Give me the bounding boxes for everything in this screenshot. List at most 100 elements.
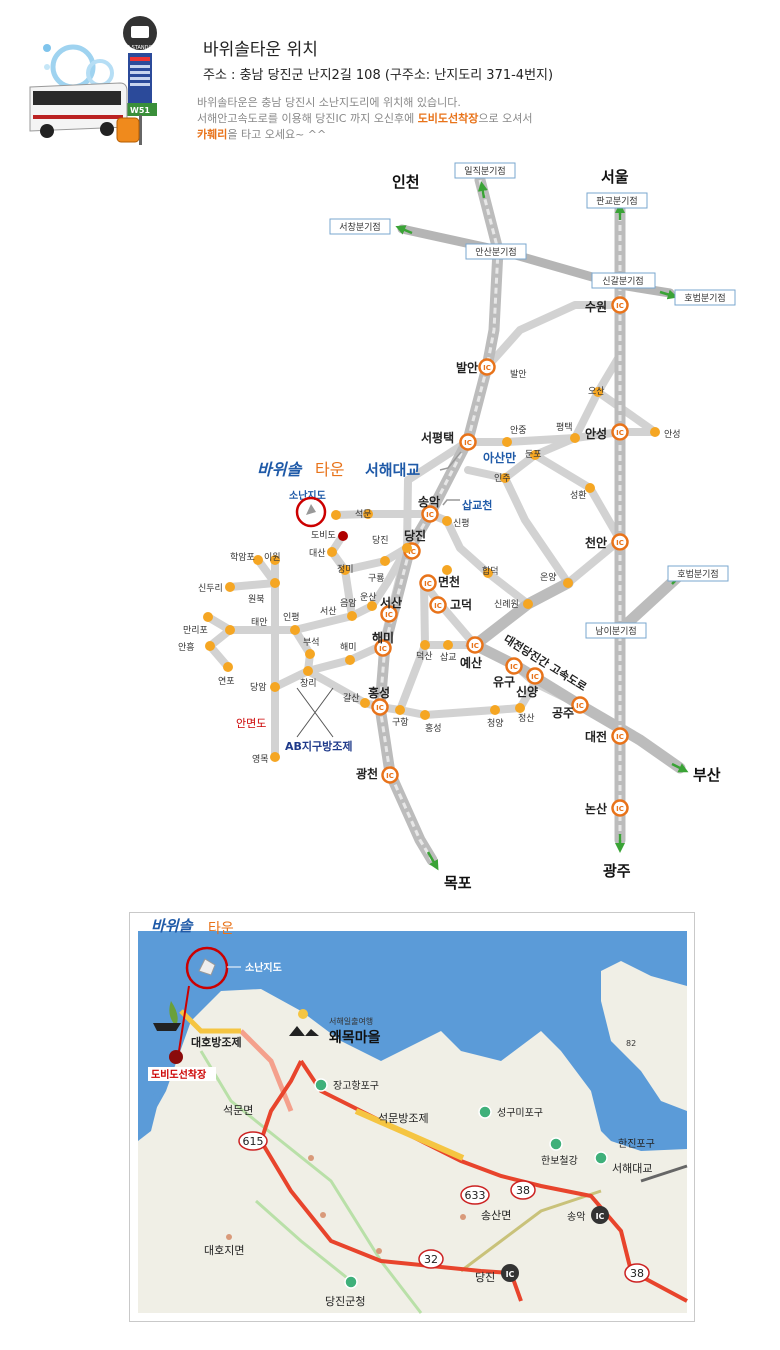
ic-marker: IC bbox=[429, 596, 447, 614]
svg-text:수원: 수원 bbox=[585, 300, 607, 314]
town-node bbox=[223, 662, 233, 672]
svg-text:연포: 연포 bbox=[218, 676, 235, 687]
ic-marker: IC bbox=[371, 698, 389, 716]
ic-dangjin-icon bbox=[501, 1264, 519, 1282]
svg-text:부석: 부석 bbox=[303, 637, 320, 648]
town-node bbox=[420, 710, 430, 720]
svg-text:유구: 유구 bbox=[493, 675, 515, 689]
svg-text:대호지면: 대호지면 bbox=[204, 1244, 244, 1257]
svg-text:대전: 대전 bbox=[585, 729, 607, 744]
svg-text:안성: 안성 bbox=[664, 429, 681, 440]
town-node bbox=[270, 682, 280, 692]
ic-marker: IC bbox=[478, 358, 496, 376]
town-node bbox=[500, 473, 510, 483]
svg-text:갈산: 갈산 bbox=[343, 693, 360, 704]
desc-line-2: 서해안고속도로를 이용해 당진IC 까지 오신후에 도비도선착장으로 오셔서 bbox=[197, 112, 533, 125]
town-node bbox=[585, 483, 595, 493]
svg-text:IC: IC bbox=[510, 663, 518, 671]
svg-text:도비도: 도비도 bbox=[311, 530, 336, 541]
dobido-port-node bbox=[338, 531, 348, 541]
svg-text:633: 633 bbox=[465, 1189, 486, 1202]
svg-text:논산: 논산 bbox=[585, 801, 607, 816]
svg-text:신두리: 신두리 bbox=[198, 583, 223, 594]
svg-text:학암포: 학암포 bbox=[230, 551, 255, 563]
town-node bbox=[483, 568, 493, 578]
branch-boxes: 일직분기점 판교분기점 서창분기점 안산분기점 신갈분기점 호법분기점 호법분기… bbox=[329, 162, 736, 639]
svg-text:신갈분기점: 신갈분기점 bbox=[602, 275, 643, 287]
svg-text:신양: 신양 bbox=[516, 684, 538, 699]
svg-text:IC: IC bbox=[434, 602, 442, 610]
svg-text:IC: IC bbox=[506, 1270, 515, 1279]
svg-text:삽교천: 삽교천 bbox=[462, 498, 492, 512]
svg-text:호법분기점: 호법분기점 bbox=[677, 568, 718, 580]
route-red-2 bbox=[299, 1059, 688, 1303]
svg-text:발안: 발안 bbox=[510, 369, 527, 380]
svg-text:석문: 석문 bbox=[355, 509, 372, 520]
svg-text:정미: 정미 bbox=[337, 564, 354, 575]
svg-text:구룡: 구룡 bbox=[368, 573, 385, 584]
svg-text:영목: 영목 bbox=[252, 754, 269, 765]
svg-text:창리: 창리 bbox=[300, 678, 317, 689]
ic-marker: IC bbox=[466, 636, 484, 654]
town-node bbox=[530, 450, 540, 460]
svg-text:부산: 부산 bbox=[693, 766, 721, 784]
ic-marker: IC bbox=[459, 433, 477, 451]
town-node bbox=[442, 516, 452, 526]
seohae-bridge bbox=[640, 1164, 688, 1183]
svg-text:청양: 청양 bbox=[487, 718, 504, 729]
town-node bbox=[593, 387, 603, 397]
ic-labels: 수원 발안 서평택 안성 송악 당진 면천 고덕 서산 해미 예산 유구 신양 … bbox=[356, 300, 607, 816]
svg-text:원북: 원북 bbox=[248, 594, 265, 605]
svg-text:송악: 송악 bbox=[567, 1211, 585, 1223]
town-node bbox=[523, 599, 533, 609]
svg-text:성구미포구: 성구미포구 bbox=[497, 1107, 543, 1119]
town-node bbox=[303, 666, 313, 676]
town-node bbox=[203, 612, 213, 622]
tree-icon bbox=[169, 1001, 178, 1026]
ic-marker: IC bbox=[505, 657, 523, 675]
svg-text:도비도선착장: 도비도선착장 bbox=[151, 1068, 207, 1081]
town-node bbox=[443, 640, 453, 650]
svg-text:예산: 예산 bbox=[460, 655, 482, 670]
svg-text:천안: 천안 bbox=[585, 535, 607, 550]
ic-marker: IC bbox=[421, 505, 439, 523]
svg-text:IC: IC bbox=[426, 511, 434, 519]
svg-text:서울: 서울 bbox=[601, 168, 629, 186]
svg-text:덕산: 덕산 bbox=[416, 651, 433, 662]
svg-text:대산: 대산 bbox=[309, 548, 326, 559]
town-node bbox=[490, 705, 500, 715]
page-title: 바위솔타운 위치 bbox=[203, 40, 318, 60]
town-node bbox=[363, 509, 373, 519]
seokmun-dam bbox=[354, 1108, 465, 1161]
town-node bbox=[225, 582, 235, 592]
ic-marker: IC bbox=[611, 727, 629, 745]
svg-text:구항: 구항 bbox=[392, 717, 409, 728]
ic-marker: IC bbox=[374, 639, 392, 657]
svg-text:한진포구: 한진포구 bbox=[618, 1138, 655, 1150]
svg-text:발안: 발안 bbox=[456, 360, 478, 375]
town-node bbox=[515, 703, 525, 713]
svg-text:32: 32 bbox=[424, 1253, 438, 1266]
svg-text:광주: 광주 bbox=[603, 862, 631, 880]
svg-text:안흥: 안흥 bbox=[178, 641, 195, 653]
map2-places: 서해일출여행 왜목마을 장고항포구 석문면 석문방조제 성구미포구 한보철강 한… bbox=[204, 1009, 655, 1308]
svg-text:면천: 면천 bbox=[438, 574, 460, 589]
svg-text:82: 82 bbox=[626, 1039, 636, 1048]
svg-text:삽교: 삽교 bbox=[440, 652, 457, 663]
ic-marker: IC bbox=[380, 605, 398, 623]
poi-janggo-icon bbox=[314, 1078, 328, 1092]
svg-text:IC: IC bbox=[408, 548, 416, 556]
sunrise-icon bbox=[298, 1009, 308, 1019]
svg-text:소난지도: 소난지도 bbox=[245, 961, 282, 974]
svg-text:운산: 운산 bbox=[360, 592, 377, 603]
svg-text:정산: 정산 bbox=[518, 713, 535, 724]
town-node bbox=[225, 625, 235, 635]
town-node bbox=[340, 565, 350, 575]
route-red-1 bbox=[258, 1060, 523, 1302]
svg-text:615: 615 bbox=[243, 1135, 264, 1148]
svg-text:서해일출여행: 서해일출여행 bbox=[329, 1016, 373, 1026]
local-road-green bbox=[199, 1050, 423, 1314]
svg-text:석문면: 석문면 bbox=[223, 1104, 253, 1117]
svg-text:홍성: 홍성 bbox=[368, 685, 390, 700]
